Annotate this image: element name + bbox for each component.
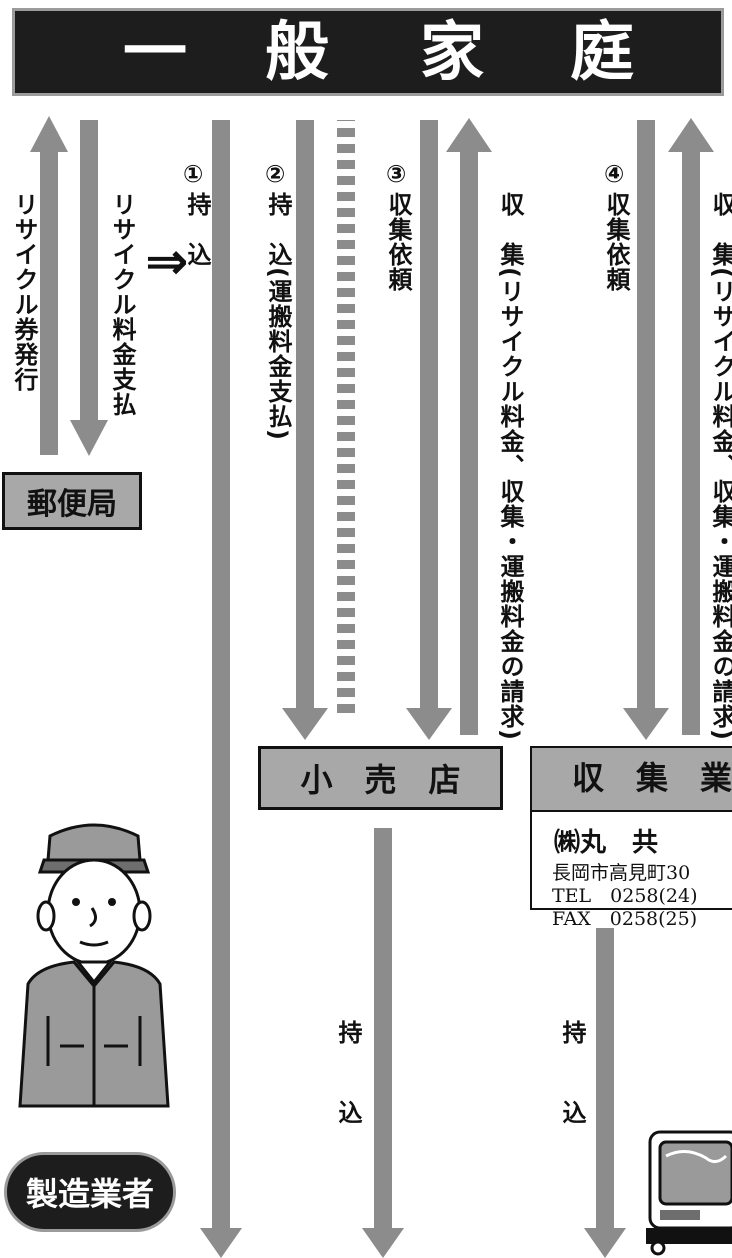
- route4-return-arrow: [668, 118, 714, 735]
- collector-fax: FAX 0258(25): [552, 908, 698, 930]
- worker-illustration: [18, 823, 170, 1108]
- retailer-carry-arrow: [362, 828, 404, 1258]
- collector-company: ㈱丸 共: [554, 828, 659, 858]
- header-char-2: 般: [265, 16, 329, 90]
- collector-address: 長岡市高見町30: [552, 862, 691, 884]
- route2-number: ②: [265, 160, 286, 188]
- route4-number: ④: [604, 160, 625, 188]
- route3-return-label: 収 集(リサイクル料金、収集・運搬料金の請求): [496, 192, 524, 741]
- right-arrow-symbol: ⇒: [145, 232, 189, 292]
- route3-label: 収集依頼: [384, 192, 412, 292]
- retailer-carry-label: 持 込: [334, 1020, 362, 1140]
- route4-arrow: [623, 120, 669, 740]
- retailer-label: 小 売 店: [300, 761, 461, 799]
- retailer-box: 小 売 店: [258, 746, 503, 810]
- tv-illustration: [646, 1130, 732, 1256]
- header-bar: 一 般 家 庭: [12, 8, 724, 96]
- collector-title: 収 集 業: [532, 748, 732, 812]
- collector-tel: TEL 0258(24): [552, 885, 698, 907]
- header-char-4: 庭: [570, 16, 634, 90]
- route1-label: 持 込: [183, 192, 211, 267]
- route2-label: 持 込(運搬料金支払): [264, 192, 292, 441]
- manufacturer-label: 製造業者: [25, 1175, 154, 1213]
- manufacturer-badge: 製造業者: [4, 1152, 176, 1232]
- collector-carry-arrow: [584, 928, 626, 1258]
- route1-arrow: [200, 120, 242, 1258]
- collector-carry-label: 持 込: [558, 1020, 586, 1140]
- issue-arrow: [30, 116, 68, 455]
- route4-return-label: 収 集(リサイクル料金、収集・運搬料金の請求): [708, 192, 732, 741]
- route1-number: ①: [183, 160, 204, 188]
- route3-return-arrow: [446, 118, 492, 735]
- header-char-3: 家: [420, 16, 484, 90]
- issue-label: リサイクル券発行: [10, 192, 38, 392]
- route2-arrow: [282, 120, 328, 740]
- post-office-box: 郵便局: [2, 472, 142, 530]
- route4-label: 収集依頼: [602, 192, 630, 292]
- route3-number: ③: [386, 160, 407, 188]
- header-char-1: 一: [123, 16, 187, 90]
- dashed-separator: [337, 120, 355, 720]
- route3-arrow: [406, 120, 452, 740]
- collector-card: 収 集 業 ㈱丸 共 長岡市高見町30 TEL 0258(24) FAX 025…: [530, 746, 732, 930]
- pay-label: リサイクル料金支払: [108, 192, 136, 417]
- post-office-label: 郵便局: [27, 487, 117, 522]
- pay-arrow: [70, 120, 108, 456]
